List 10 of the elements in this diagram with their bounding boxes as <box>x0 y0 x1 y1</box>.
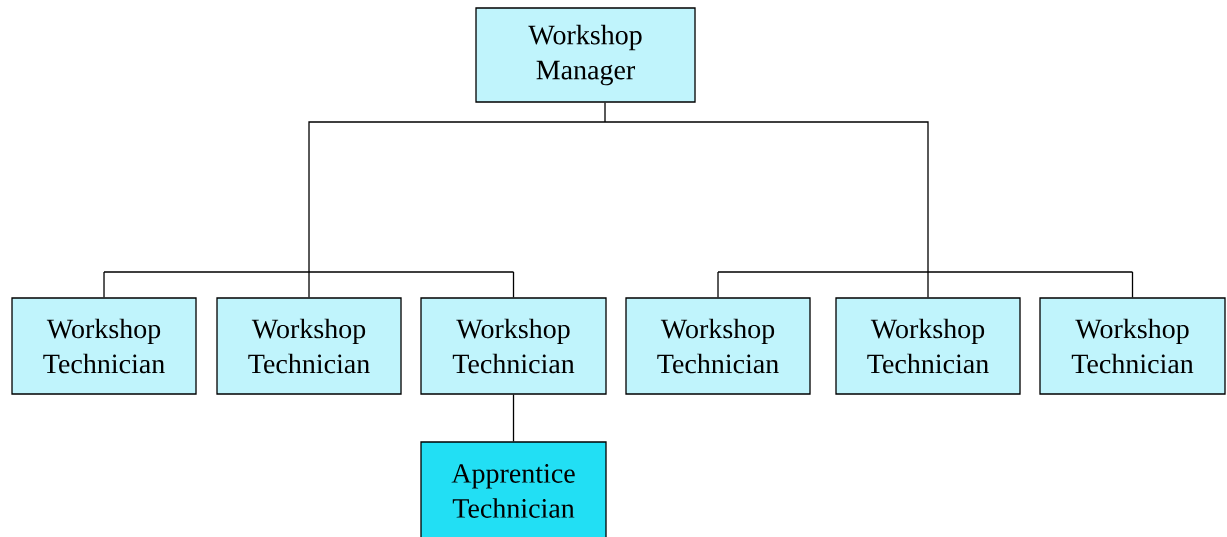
connector-line <box>512 394 515 442</box>
org-box: Workshop Manager <box>475 7 696 103</box>
org-box: Workshop Technician <box>625 297 811 395</box>
org-box: Workshop Technician <box>1039 297 1226 395</box>
org-box: Workshop Technician <box>216 297 402 395</box>
org-box: Apprentice Technician <box>420 441 607 537</box>
connector-line <box>103 102 1134 298</box>
org-box: Workshop Technician <box>420 297 607 395</box>
org-box: Workshop Technician <box>11 297 197 395</box>
org-box: Workshop Technician <box>835 297 1021 395</box>
